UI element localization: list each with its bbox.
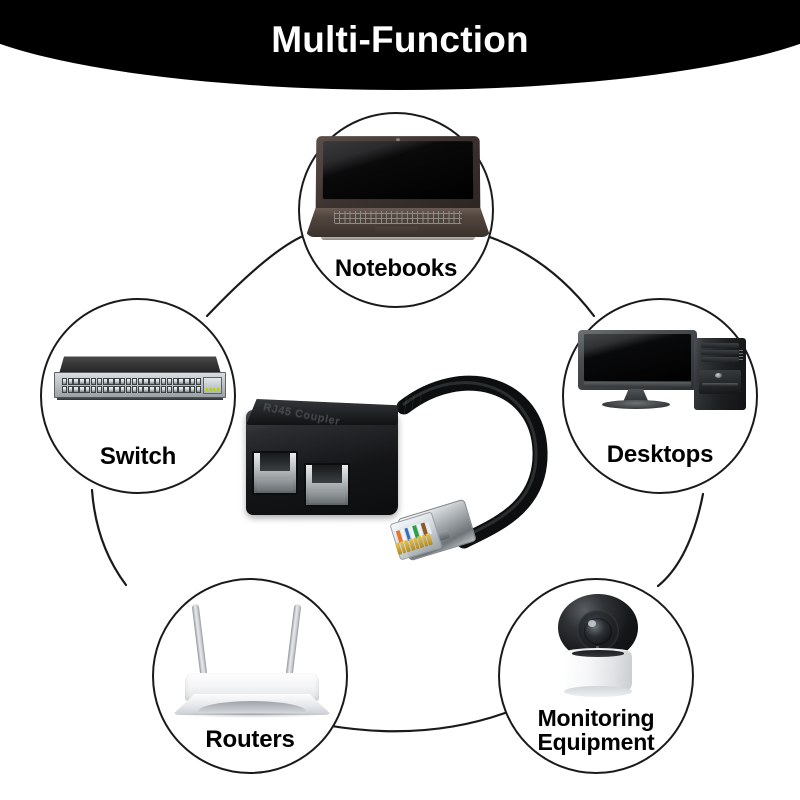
node-desktops[interactable]: Desktops bbox=[562, 298, 758, 494]
monitor-icon bbox=[578, 330, 697, 390]
rj45-male-plug[interactable] bbox=[389, 489, 500, 573]
node-switch[interactable]: Switch bbox=[40, 298, 236, 494]
node-routers[interactable]: Routers bbox=[152, 578, 348, 774]
wifi-router-icon bbox=[172, 602, 332, 720]
rj45-coupler-product[interactable]: RJ45 Coupler bbox=[228, 355, 573, 605]
switch-uplink-module bbox=[202, 376, 222, 394]
node-notebooks[interactable]: Notebooks bbox=[298, 112, 494, 308]
switch-port-grid bbox=[61, 377, 202, 393]
pc-tower-icon bbox=[693, 338, 747, 410]
router-antenna-right bbox=[285, 603, 302, 677]
node-label-routers: Routers bbox=[205, 726, 295, 753]
coupler-port-1[interactable] bbox=[252, 451, 298, 495]
node-monitoring-equipment[interactable]: Monitoring Equipment bbox=[498, 578, 694, 774]
connector-notebooks-desktops bbox=[485, 234, 596, 318]
connector-desktops-monitoring bbox=[656, 492, 705, 588]
router-antenna-left bbox=[191, 603, 208, 677]
page-title: Multi-Function bbox=[271, 19, 529, 60]
coupler-port-2[interactable] bbox=[304, 463, 350, 507]
node-label-desktops: Desktops bbox=[606, 441, 714, 468]
ethernet-cable bbox=[396, 375, 548, 549]
node-label-monitoring-equipment: Monitoring Equipment bbox=[537, 705, 655, 756]
network-switch-icon bbox=[54, 352, 226, 408]
connector-routers-switch bbox=[90, 488, 128, 587]
laptop-icon bbox=[305, 136, 491, 250]
security-camera-icon bbox=[542, 594, 654, 702]
desktop-computer-icon bbox=[578, 330, 748, 430]
node-label-switch: Switch bbox=[99, 443, 177, 470]
connector-switch-notebooks bbox=[205, 234, 305, 318]
node-label-notebooks: Notebooks bbox=[334, 255, 458, 282]
